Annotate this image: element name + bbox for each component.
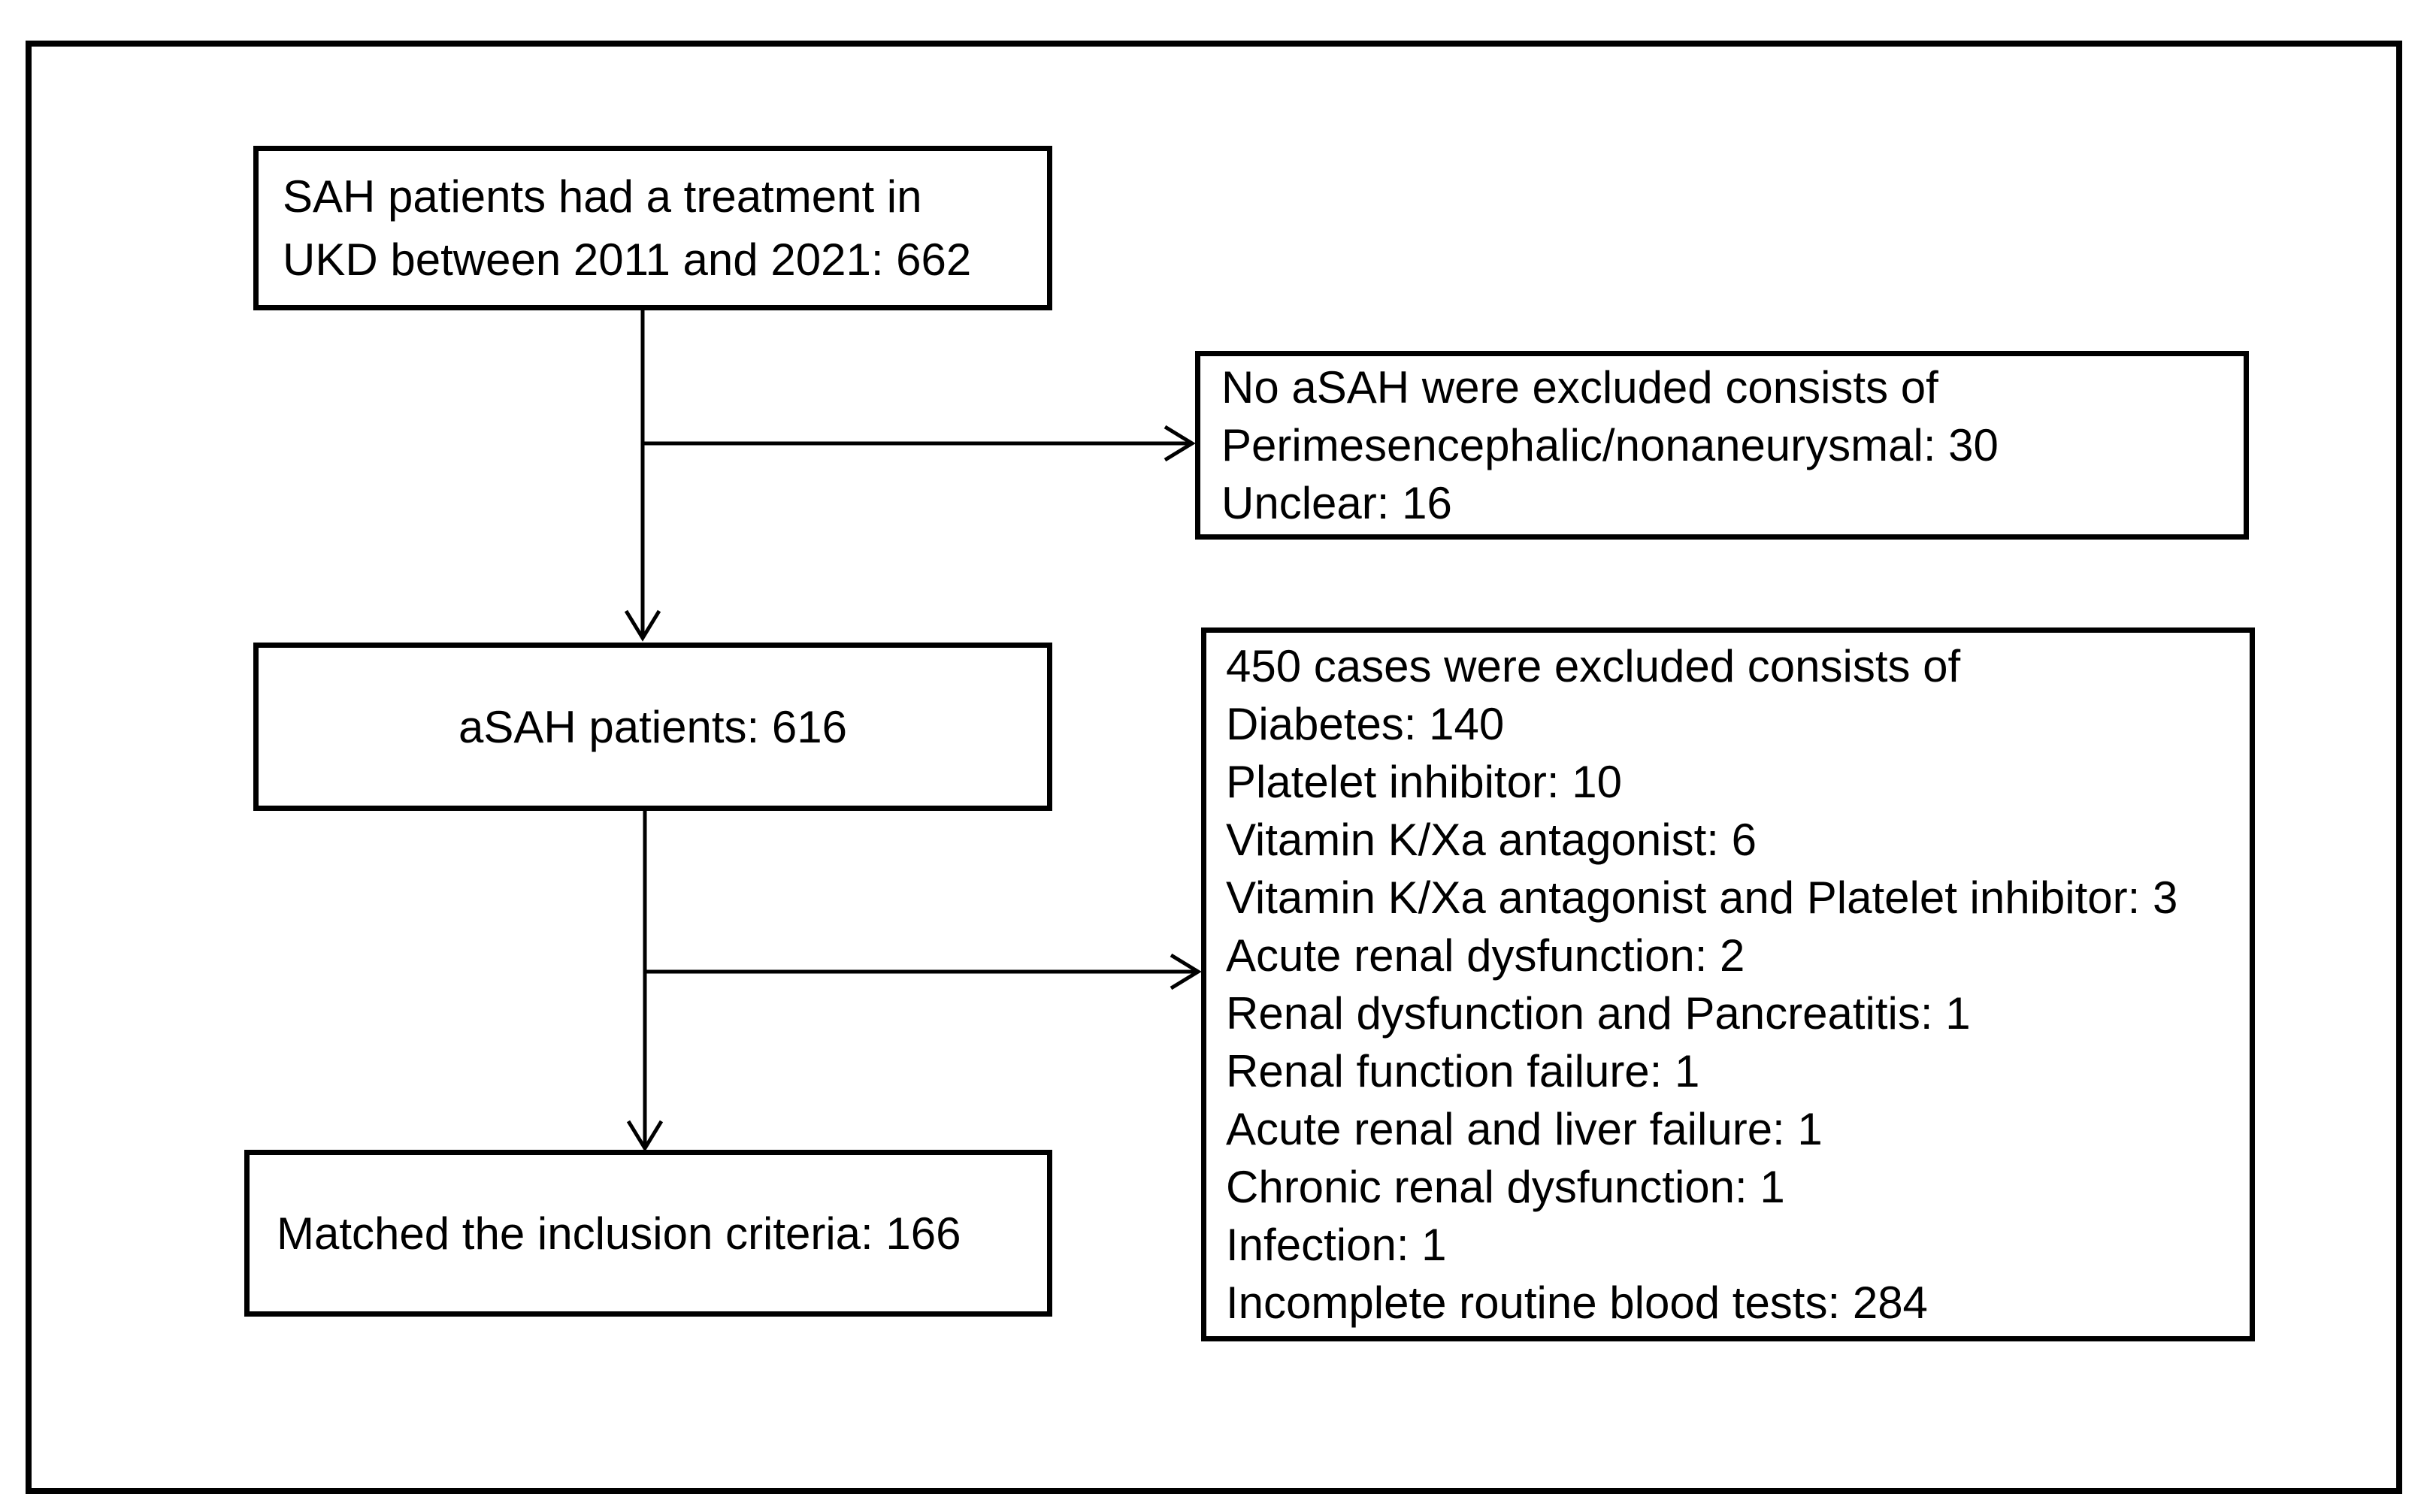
excluded-line-2: Diabetes: 140 <box>1226 699 1505 749</box>
no-asah-line-1: No aSAH were excluded consists of <box>1221 362 1938 413</box>
excluded-line-5: Vitamin K/Xa antagonist and Platelet inh… <box>1226 872 2178 923</box>
box-matched-criteria: Matched the inclusion criteria: 166 <box>244 1150 1052 1317</box>
no-asah-line-2: Perimesencephalic/nonaneurysmal: 30 <box>1221 420 1999 470</box>
sah-treatment-line-2: UKD between 2011 and 2021: 662 <box>283 234 972 285</box>
box-sah-treatment: SAH patients had a treatment in UKD betw… <box>253 146 1052 310</box>
excluded-line-11: Infection: 1 <box>1226 1220 1447 1270</box>
excluded-line-10: Chronic renal dysfunction: 1 <box>1226 1162 1785 1212</box>
box-no-asah-excluded: No aSAH were excluded consists of Perime… <box>1195 351 2249 540</box>
excluded-line-9: Acute renal and liver failure: 1 <box>1226 1104 1823 1154</box>
box-asah-patients: aSAH patients: 616 <box>253 643 1052 811</box>
box-excluded-cases: 450 cases were excluded consists of Diab… <box>1201 627 2255 1341</box>
excluded-line-7: Renal dysfunction and Pancreatitis: 1 <box>1226 988 1971 1039</box>
sah-treatment-line-1: SAH patients had a treatment in <box>283 171 922 222</box>
excluded-line-6: Acute renal dysfunction: 2 <box>1226 930 1745 981</box>
excluded-line-4: Vitamin K/Xa antagonist: 6 <box>1226 815 1757 865</box>
no-asah-line-3: Unclear: 16 <box>1221 478 1452 528</box>
excluded-line-3: Platelet inhibitor: 10 <box>1226 757 1622 807</box>
asah-patients-label: aSAH patients: 616 <box>458 701 847 752</box>
matched-criteria-label: Matched the inclusion criteria: 166 <box>277 1208 961 1259</box>
excluded-line-8: Renal function failure: 1 <box>1226 1046 1700 1096</box>
excluded-line-1: 450 cases were excluded consists of <box>1226 641 1961 691</box>
excluded-line-12: Incomplete routine blood tests: 284 <box>1226 1278 1928 1328</box>
